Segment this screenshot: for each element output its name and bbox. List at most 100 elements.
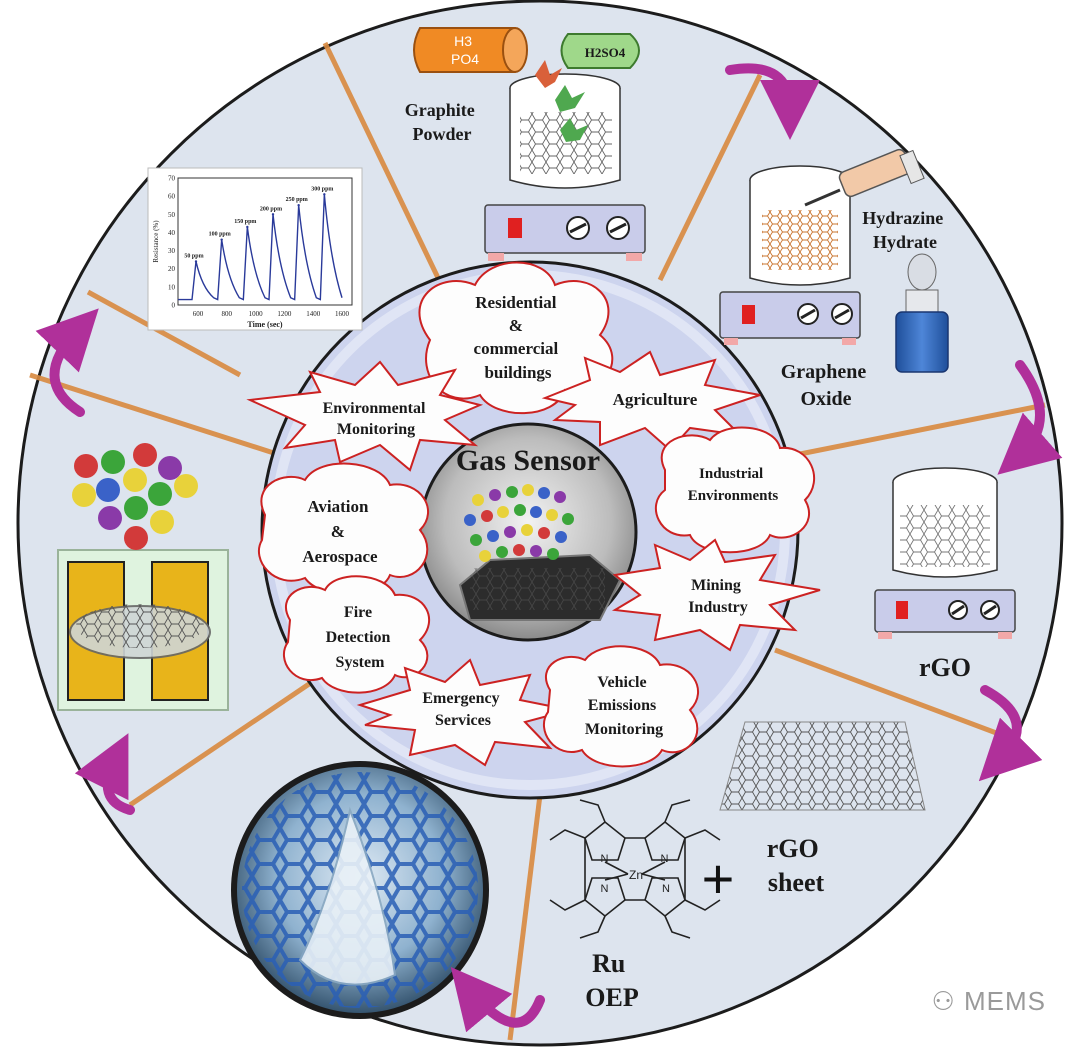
environmental-line-1: Environmental <box>323 400 426 417</box>
svg-text:Hydrazine Hydrate: Hydrazine Hydrate <box>862 208 948 252</box>
svg-text:Graphite Powder: Graphite Powder <box>405 100 480 144</box>
chart-ytick: 40 <box>168 229 176 237</box>
gas-sensor-center: Gas Sensor <box>418 422 638 642</box>
fire-line-3: System <box>336 654 386 671</box>
rgo-sheet-line-1: rGO <box>767 834 819 863</box>
n-atom-1: N <box>600 853 608 865</box>
sensor-chip <box>57 549 229 711</box>
aviation-line-2: & <box>331 522 345 541</box>
svg-text:H3 PO4: H3 PO4 <box>451 33 479 67</box>
svg-text:Graphene Oxide: Graphene Oxide <box>781 361 872 410</box>
rgo-sheet <box>719 721 926 811</box>
chart-peak-label: 150 ppm <box>234 219 256 225</box>
residential-line-2: & <box>509 316 523 335</box>
svg-text:Ru OEP: Ru OEP <box>585 949 639 1012</box>
chart-peak-label: 100 ppm <box>209 232 231 238</box>
svg-text:Mining Industry: Mining Industry <box>688 577 748 616</box>
chart-ytick: 10 <box>168 283 176 291</box>
star-environmental: Environmental Monitoring <box>246 360 484 472</box>
graphene-oxide-line-2: Oxide <box>800 388 851 410</box>
cycle-arrows <box>35 63 1063 1033</box>
graphite-line-2: Powder <box>413 124 472 144</box>
chart-ytick: 70 <box>168 175 176 183</box>
chart-response-line <box>178 194 343 301</box>
cloud-residential: Residential & commercial buildings <box>418 261 614 415</box>
industrial-line-2: Environments <box>688 488 779 504</box>
vehicle-line-3: Monitoring <box>585 721 663 738</box>
chart-ylabel: Resistance (%) <box>152 220 160 263</box>
chart-ytick: 60 <box>168 193 176 201</box>
star-mining: Mining Industry <box>611 538 821 652</box>
hotplate-right <box>719 291 861 345</box>
n-atom-3: N <box>600 883 608 895</box>
hotplate-top <box>484 204 646 261</box>
svg-text:N N N N: N N N N <box>600 853 671 895</box>
n-atom-4: N <box>662 883 670 895</box>
watermark-text: MEMS <box>964 986 1046 1016</box>
svg-text:Environmental Monitoring: Environmental Monitoring <box>323 400 430 438</box>
hydrazine-beaker <box>749 165 851 286</box>
emergency-line-2: Services <box>435 712 491 729</box>
chart-peak-label: 250 ppm <box>286 197 308 203</box>
chart-xtick: 600 <box>193 310 204 318</box>
svg-text:Fire Detection Sys: Fire Detection System <box>326 604 395 671</box>
chart-peak-label: 300 ppm <box>311 186 333 192</box>
chart-xlabel: Time (sec) <box>247 320 283 329</box>
aviation-line-1: Aviation <box>307 497 369 516</box>
gas-molecules <box>464 484 574 562</box>
star-emergency: Emergency Services <box>356 658 571 767</box>
cloud-industrial: Industrial Environments <box>654 426 816 554</box>
chart-peak-label: 50 ppm <box>184 253 203 259</box>
chart-ytick: 20 <box>168 265 176 273</box>
svg-text:Residential & comm: Residential & commercial buildings <box>474 293 563 382</box>
chart-ytick: 0 <box>172 302 176 310</box>
watermark: ⚇ MEMS <box>931 986 1046 1017</box>
rgo-beaker <box>892 467 998 578</box>
hydrazine-line-1: Hydrazine <box>862 208 943 228</box>
h3po4-bottle: H3 PO4 <box>413 27 528 73</box>
svg-text:Industrial Environments: Industrial Environments <box>688 466 779 504</box>
h3po4-line-1: H3 <box>454 33 472 49</box>
graphene-oxide-line-1: Graphene <box>781 361 867 383</box>
fire-line-2: Detection <box>326 629 391 646</box>
mining-line-2: Industry <box>688 599 748 616</box>
chart-frame <box>177 177 353 306</box>
cloud-aviation: Aviation & Aerospace <box>257 462 430 596</box>
environmental-line-2: Monitoring <box>337 421 415 438</box>
vehicle-line-2: Emissions <box>588 697 656 714</box>
chart-xtick: 800 <box>222 310 233 318</box>
vehicle-line-1: Vehicle <box>597 674 646 691</box>
residential-line-4: buildings <box>484 363 551 382</box>
syringe <box>804 148 925 207</box>
reagent-bottle <box>895 253 949 373</box>
chart-peak-label: 200 ppm <box>260 206 282 212</box>
mining-line-1: Mining <box>691 577 741 594</box>
rgo-label: rGO <box>919 653 971 682</box>
chart-ytick: 50 <box>168 211 176 219</box>
watermark-icon: ⚇ <box>931 986 964 1016</box>
industrial-line-1: Industrial <box>699 466 763 482</box>
ru-oep-line-1: Ru <box>592 949 625 978</box>
ru-oep-structure <box>549 799 721 939</box>
graphite-beaker <box>509 60 621 189</box>
graphene-lens <box>231 761 489 1019</box>
hydrazine-line-2: Hydrate <box>873 232 937 252</box>
rgo-sheet-line-2: sheet <box>768 868 825 897</box>
aviation-line-3: Aerospace <box>302 547 378 566</box>
agriculture-label: Agriculture <box>613 390 698 409</box>
emergency-line-1: Emergency <box>422 690 499 707</box>
h3po4-line-2: PO4 <box>451 51 479 67</box>
chart-ytick: 30 <box>168 247 176 255</box>
ru-oep-line-2: OEP <box>585 983 639 1012</box>
svg-text:Vehicle Emissions: Vehicle Emissions Monitoring <box>585 674 663 738</box>
svg-text:Emergency Services: Emergency Services <box>422 690 503 729</box>
h2so4-label: H2SO4 <box>585 45 626 60</box>
residential-line-3: commercial <box>474 339 559 358</box>
svg-text:Aviation & Aerospa: Aviation & Aerospace <box>302 497 378 566</box>
chart-xtick: 1000 <box>249 310 264 318</box>
star-agriculture: Agriculture <box>541 350 761 452</box>
